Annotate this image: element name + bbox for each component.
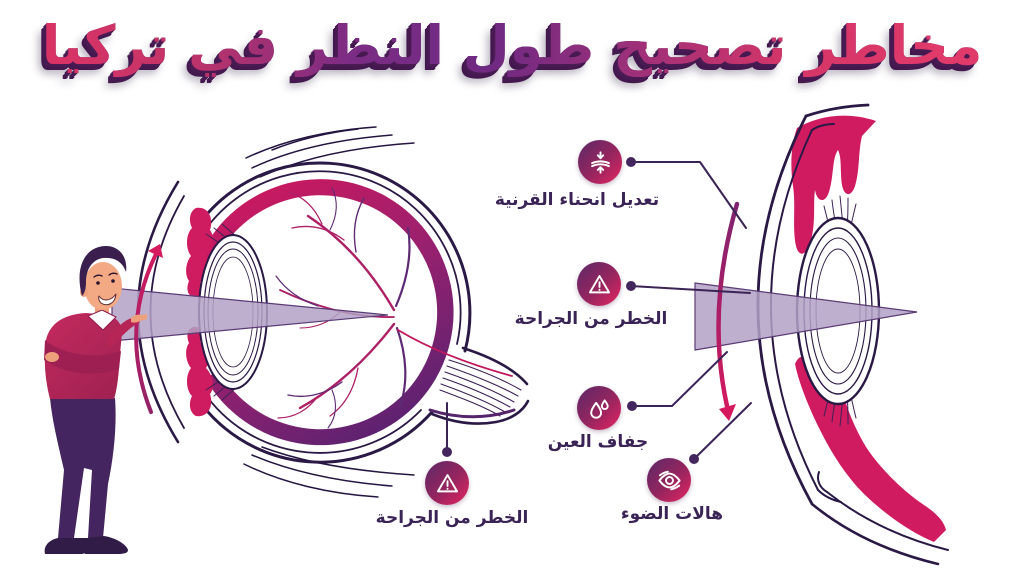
optic-nerve bbox=[397, 329, 530, 425]
man-illustration bbox=[44, 246, 147, 554]
cornea-closeup-outline bbox=[756, 103, 949, 566]
sclera-outline bbox=[191, 161, 472, 464]
eye-muscle-lines-top bbox=[245, 126, 415, 178]
eyeball-cross-section-diagram bbox=[136, 126, 530, 498]
iris-upper bbox=[791, 115, 876, 254]
page-title: مخاطر تصحيح طول النظر في تركيا مخاطر تصح… bbox=[0, 12, 1024, 80]
label-light-halos: هالات الضوء bbox=[620, 504, 724, 524]
eye-glare-icon bbox=[647, 458, 691, 502]
cornea-reshape-arrow-left bbox=[134, 244, 163, 414]
light-cone-closeup bbox=[694, 282, 918, 351]
label-dry-eye: جفاف العين bbox=[547, 432, 649, 452]
page-title-text: مخاطر تصحيح طول النظر في تركيا bbox=[41, 14, 983, 77]
warning-triangle-icon bbox=[425, 461, 469, 505]
callout-connectors bbox=[442, 157, 752, 464]
label-surgery-risk-bottom: الخطر من الجراحة bbox=[375, 508, 529, 528]
warning-triangle-icon bbox=[577, 262, 621, 306]
water-droplets-icon bbox=[577, 386, 621, 430]
label-surgery-risk-right: الخطر من الجراحة bbox=[514, 309, 668, 329]
cornea-reshape-arrow-right bbox=[716, 201, 740, 421]
eye-muscle-lines-bottom bbox=[243, 446, 415, 498]
page-title-shadow: مخاطر تصحيح طول النظر في تركيا bbox=[0, 12, 1024, 80]
label-cornea-adjust: تعديل انحناء القرنية bbox=[494, 190, 660, 210]
cornea-flatten-icon bbox=[578, 140, 622, 184]
